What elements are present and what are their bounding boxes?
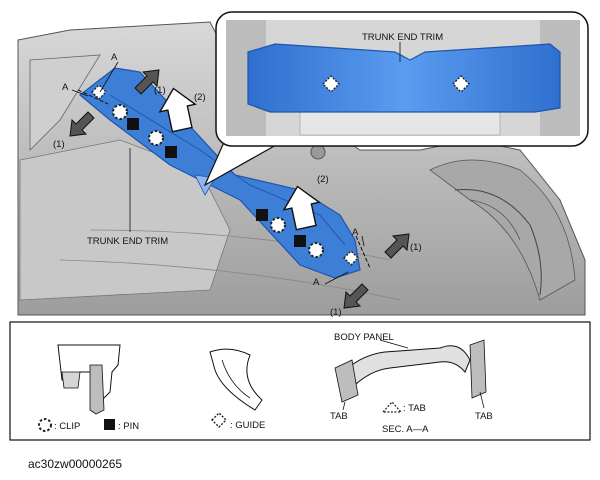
removal-arrows — [69, 69, 410, 309]
arrow-up-icon — [158, 87, 197, 133]
clip-icon — [112, 104, 128, 120]
step-1-label: (1) — [410, 242, 422, 253]
legend-body-panel-label: BODY PANEL — [334, 332, 394, 343]
step-2-label: (2) — [194, 92, 206, 103]
pin-icon — [165, 146, 177, 158]
step-1-label: (1) — [330, 307, 342, 318]
arrow-outward-icon — [384, 233, 410, 259]
legend-tab-left-label: TAB — [330, 411, 348, 422]
pin-icon — [256, 209, 268, 221]
guide-icon — [343, 250, 359, 266]
section-markers — [71, 61, 371, 285]
arrow-up-icon — [282, 185, 321, 231]
pin-icon — [294, 235, 306, 247]
legend-box: : CLIP : PIN : GUIDE BODY PANEL TAB TAB … — [9, 321, 591, 441]
clip-icon — [308, 242, 324, 258]
figure-code: ac30zw00000265 — [28, 457, 123, 471]
clip-icon — [148, 130, 164, 146]
clip-icon — [270, 217, 286, 233]
guide-icon — [211, 412, 227, 428]
section-a-label: A — [352, 227, 359, 238]
arrow-outward-icon — [343, 283, 369, 309]
inset-trunk-end-trim-label: TRUNK END TRIM — [362, 32, 443, 43]
arrow-outward-icon — [134, 69, 160, 95]
guide-icon — [322, 75, 340, 93]
legend-section-label: SEC. A—A — [382, 424, 429, 435]
clip-pin-illustration — [38, 344, 121, 432]
section-a-label: A — [62, 82, 69, 93]
inset-callout: TRUNK END TRIM — [203, 11, 589, 187]
trunk-end-trim-label: TRUNK END TRIM — [87, 236, 168, 247]
legend-tab-right-label: TAB — [475, 411, 493, 422]
tab-hint-icon — [381, 401, 403, 413]
guide-illustration — [209, 348, 263, 428]
pin-icon — [127, 118, 139, 130]
pin-icon — [104, 419, 115, 430]
legend-guide-label: : GUIDE — [230, 420, 265, 431]
legend-tab-hint-label: : TAB — [403, 403, 426, 414]
section-a-label: A — [111, 52, 118, 63]
step-2-label: (2) — [317, 174, 329, 185]
trim-fasteners — [91, 84, 359, 266]
step-1-label: (1) — [53, 139, 65, 150]
guide-icon — [452, 75, 470, 93]
section-a-label: A — [313, 277, 320, 288]
legend-pin-label: : PIN — [118, 421, 139, 432]
legend-clip-label: : CLIP — [54, 421, 80, 432]
step-1-label: (1) — [154, 85, 166, 96]
section-aa-illustration — [334, 339, 487, 413]
clip-icon — [38, 418, 52, 432]
inset-trim-part — [247, 43, 561, 113]
arrow-outward-icon — [69, 111, 95, 137]
